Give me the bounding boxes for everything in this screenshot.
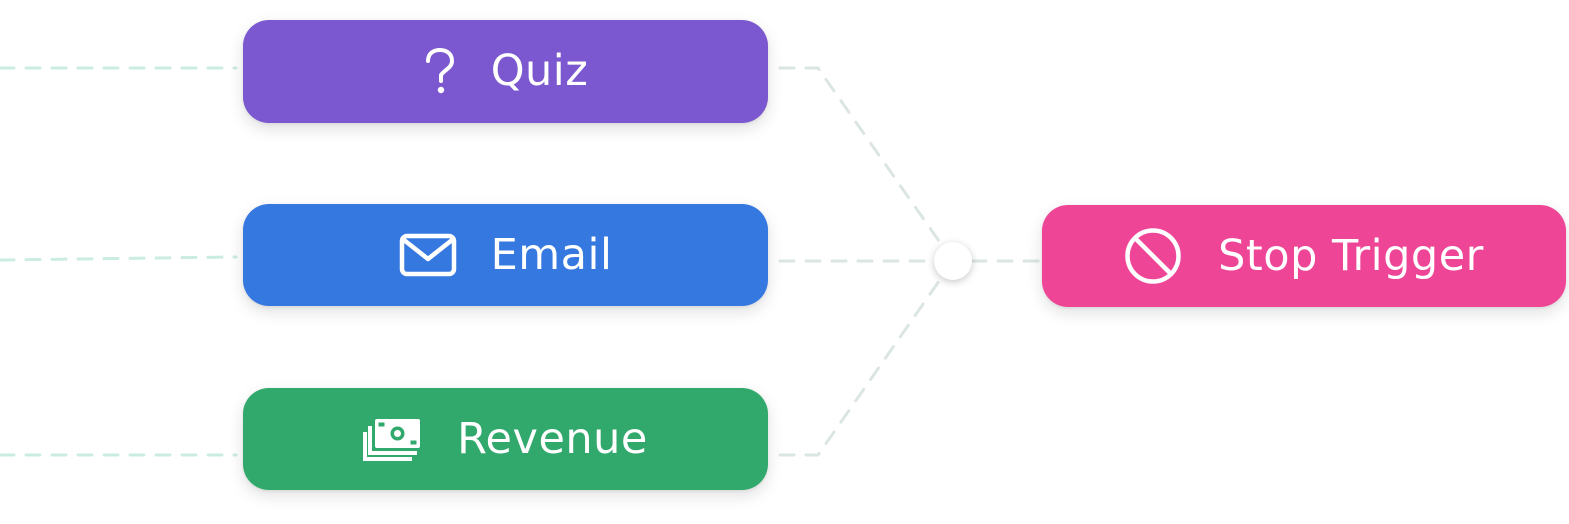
- quiz-label: Quiz: [490, 46, 589, 96]
- junction-node[interactable]: [934, 242, 972, 280]
- incoming-line-email: [0, 255, 238, 262]
- prohibited-icon: [1124, 227, 1182, 285]
- email-label: Email: [490, 229, 613, 280]
- revenue-node[interactable]: Revenue: [243, 388, 768, 490]
- stop-trigger-node[interactable]: Stop Trigger: [1042, 205, 1566, 307]
- question-mark-icon: [423, 47, 457, 96]
- branch-line-revenue: [778, 259, 955, 457]
- stop-trigger-label: Stop Trigger: [1218, 230, 1484, 281]
- quiz-node[interactable]: Quiz: [243, 20, 768, 123]
- email-node[interactable]: Email: [243, 204, 768, 306]
- banknotes-icon: [363, 416, 423, 462]
- envelope-icon: [399, 233, 457, 277]
- revenue-label: Revenue: [457, 413, 648, 464]
- branch-line-quiz: [778, 66, 955, 263]
